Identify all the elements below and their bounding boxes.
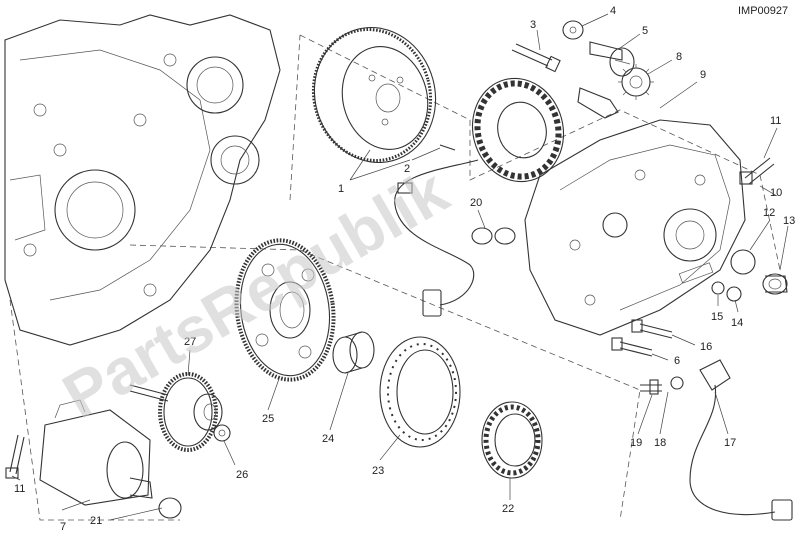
plug-set	[711, 249, 788, 302]
callout-2: 2	[404, 163, 410, 175]
callout-18: 18	[654, 437, 666, 449]
o-rings-20	[471, 227, 516, 245]
callout-labels: 1 2 3 4 5 6 7 8 9 10 11 12 13 14 15 16 1…	[14, 5, 795, 533]
callout-11-left: 11	[14, 483, 25, 495]
flywheel-rotor	[311, 26, 437, 164]
callout-15: 15	[711, 311, 723, 323]
callout-9: 9	[700, 69, 706, 81]
callout-22: 22	[502, 503, 514, 515]
callout-21: 21	[90, 515, 102, 527]
leader-lines	[11, 13, 789, 521]
starter-driven-gear	[234, 238, 336, 382]
diagram-code: IMP00927	[738, 5, 788, 17]
callout-12: 12	[763, 207, 775, 219]
generator-cover	[524, 119, 746, 336]
bushing	[332, 331, 375, 374]
bolt-11	[739, 157, 775, 185]
callout-27: 27	[184, 336, 196, 348]
callout-6: 6	[674, 355, 680, 367]
stator	[439, 77, 565, 183]
bolt-set-top	[511, 20, 635, 77]
crankcase	[4, 14, 281, 346]
callout-13: 13	[783, 215, 795, 227]
callout-17: 17	[724, 437, 736, 449]
callout-24: 24	[322, 433, 334, 445]
callout-26: 26	[236, 469, 248, 481]
callout-16: 16	[700, 341, 712, 353]
callout-1: 1	[338, 183, 344, 195]
pickup-sensor	[640, 359, 793, 521]
sensor-plate	[577, 87, 619, 119]
washer-26	[213, 424, 231, 442]
callout-4: 4	[610, 5, 616, 17]
callout-8: 8	[676, 51, 682, 63]
callout-19: 19	[630, 437, 642, 449]
callout-23: 23	[372, 465, 384, 477]
flange-ring	[379, 336, 461, 448]
watermark: PartsRepublik	[51, 154, 460, 432]
bolts-lower-cover	[611, 319, 673, 357]
stator-wire	[394, 159, 479, 317]
callout-3: 3	[530, 19, 536, 31]
sensor-gear-icon	[618, 64, 654, 100]
callout-7: 7	[60, 521, 66, 533]
starter-motor	[39, 399, 182, 519]
callout-10: 10	[770, 187, 782, 199]
callout-20: 20	[470, 197, 482, 209]
freewheel	[481, 401, 543, 479]
callout-25: 25	[262, 413, 274, 425]
callout-5: 5	[642, 25, 648, 37]
bolt-11-left	[5, 434, 25, 479]
idler-gear	[129, 372, 223, 452]
watermark-text: PartsRepublik	[51, 154, 460, 432]
assembly-frames	[9, 34, 781, 521]
callout-11: 11	[770, 115, 781, 127]
callout-14: 14	[731, 317, 743, 329]
